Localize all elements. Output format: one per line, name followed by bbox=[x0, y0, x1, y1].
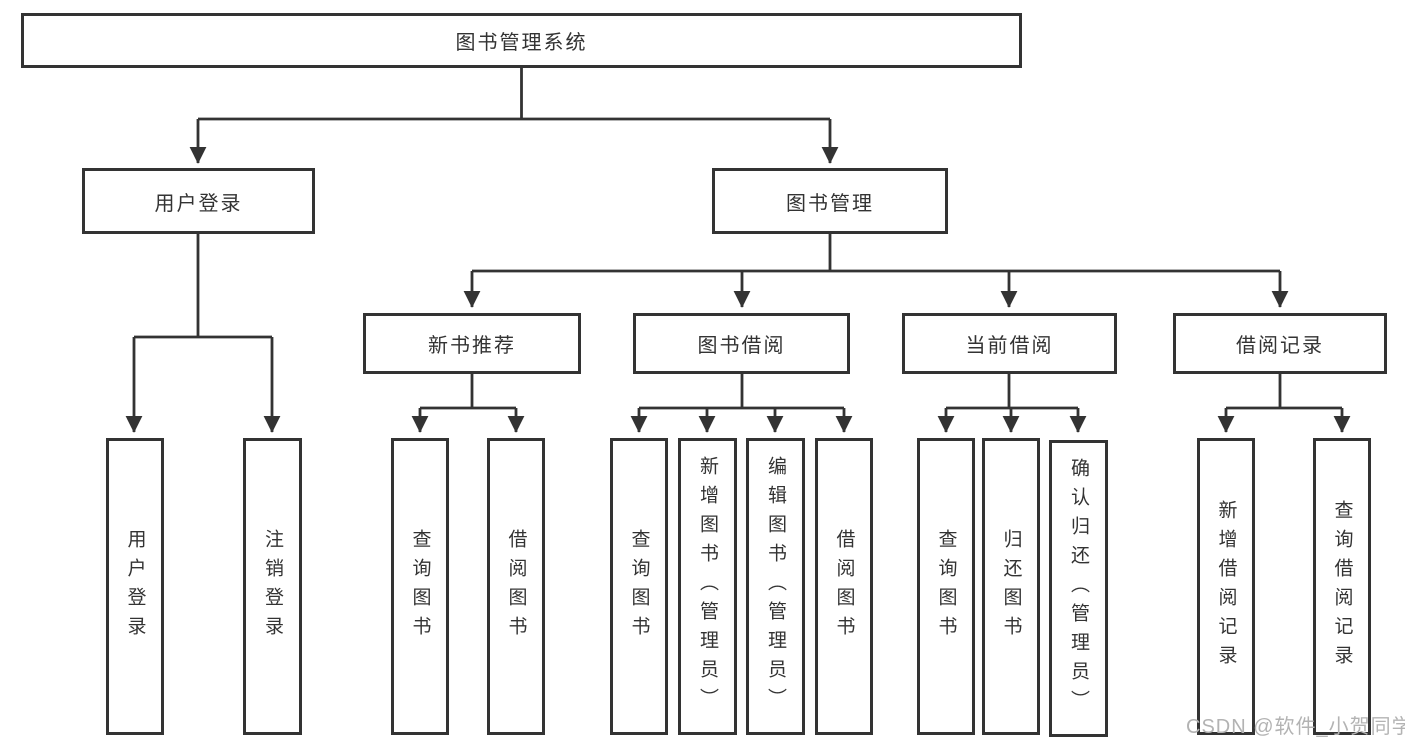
leaf-query-books-current: 查询图书 bbox=[917, 438, 975, 735]
leaf-add-books-admin: 新增图书（管理员） bbox=[678, 438, 737, 735]
leaf-borrow-books-recommend: 借阅图书 bbox=[487, 438, 545, 735]
node-current-borrowing: 当前借阅 bbox=[902, 313, 1117, 374]
leaf-return-books: 归还图书 bbox=[982, 438, 1040, 735]
leaf-add-borrow-record: 新增借阅记录 bbox=[1197, 438, 1255, 735]
leaf-query-books-borrowing: 查询图书 bbox=[610, 438, 668, 735]
leaf-user-login: 用户登录 bbox=[106, 438, 164, 735]
csdn-watermark: CSDN @软件_小贺同学 bbox=[1186, 716, 1405, 738]
node-library-system: 图书管理系统 bbox=[21, 13, 1022, 68]
leaf-query-borrow-record: 查询借阅记录 bbox=[1313, 438, 1371, 735]
node-user-login: 用户登录 bbox=[82, 168, 315, 234]
leaf-confirm-return-admin: 确认归还（管理员） bbox=[1049, 440, 1108, 737]
node-new-book-recommend: 新书推荐 bbox=[363, 313, 581, 374]
leaf-edit-books-admin: 编辑图书（管理员） bbox=[746, 438, 805, 735]
node-borrow-records: 借阅记录 bbox=[1173, 313, 1387, 374]
node-book-borrowing: 图书借阅 bbox=[633, 313, 850, 374]
leaf-logout: 注销登录 bbox=[243, 438, 302, 735]
leaf-borrow-books: 借阅图书 bbox=[815, 438, 873, 735]
node-book-management: 图书管理 bbox=[712, 168, 948, 234]
leaf-query-books-recommend: 查询图书 bbox=[391, 438, 449, 735]
